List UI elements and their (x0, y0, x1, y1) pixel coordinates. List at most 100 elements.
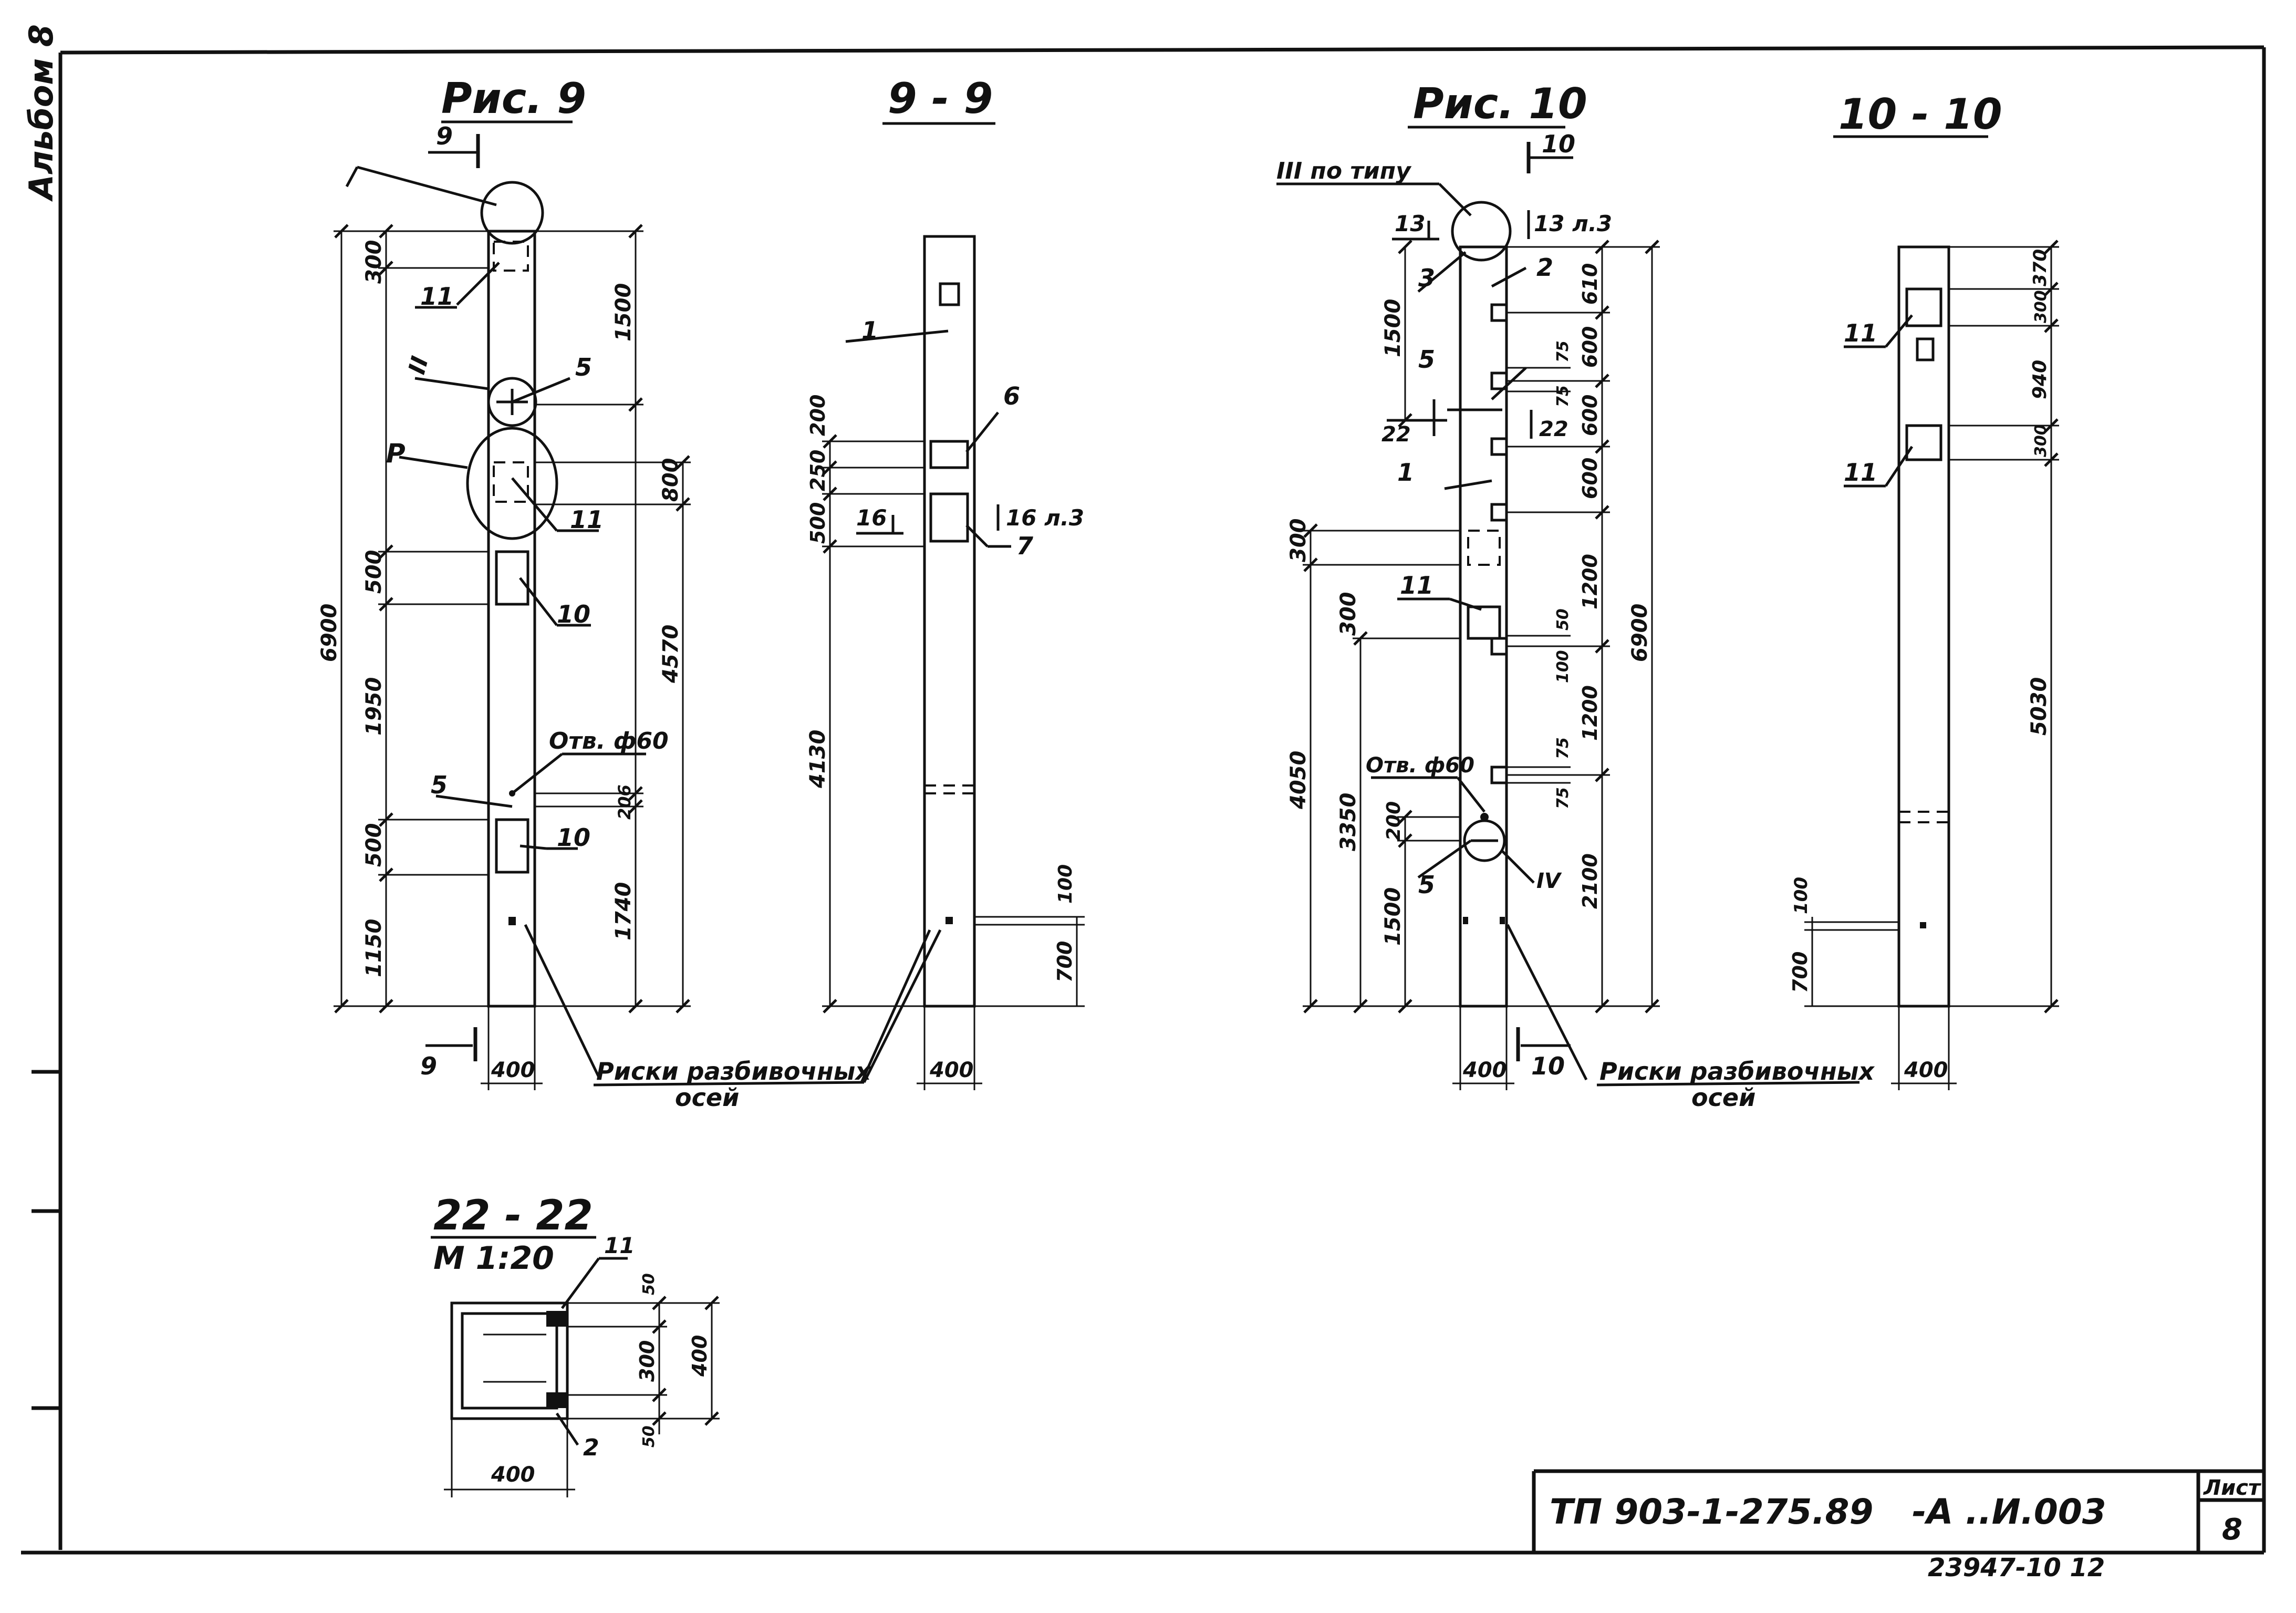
fig9-pos-10b: 10 (557, 823, 590, 852)
fig10-node-note: III по типу (1276, 158, 1412, 184)
sec22-dim-400h: 400 (688, 1335, 711, 1377)
sec22-dim-50b: 50 (640, 1425, 658, 1447)
sec10-dim-100: 100 (1791, 877, 1812, 914)
fig10-dim-610: 610 (1578, 263, 1602, 305)
fig10-dim-600a: 600 (1578, 326, 1602, 368)
fig10-pos-11: 11 (1400, 571, 1433, 599)
axis-marks-note-b-2: осей (1691, 1083, 1755, 1112)
sec22-scale: М 1:20 (433, 1240, 554, 1277)
figure-10: Рис. 10 10 III по типу 13 13 л.3 (1276, 79, 1660, 1090)
fig10-dim-200: 200 (1383, 801, 1405, 841)
fig9-dim-1740: 1740 (611, 882, 636, 940)
fig9-dim-500b: 500 (362, 823, 386, 867)
fig10-cut-top-label: 10 (1542, 130, 1575, 158)
fig10-dim-75a: 75 (1554, 340, 1572, 363)
fig10-pos-3: 3 (1418, 264, 1435, 292)
sec9-dim-width: 400 (929, 1058, 974, 1082)
sec10-dim-5030: 5030 (2027, 677, 2051, 736)
sec9-cut-16-ref: 16 л.3 (1006, 505, 1084, 531)
inventory-number: 23947-10 12 (1928, 1553, 2105, 1583)
fig9-pos-11a: 11 (420, 282, 454, 311)
fig10-cut-13-left: 13 (1395, 211, 1425, 236)
fig10-cut-bottom-label: 10 (1531, 1052, 1565, 1080)
fig10-node-iv: IV (1536, 869, 1562, 893)
fig9-cut-top-label: 9 (436, 122, 453, 150)
fig10-cut-22-right: 22 (1539, 417, 1568, 441)
fig10-dim-50: 50 (1554, 608, 1572, 630)
fig10-dim-1200b: 1200 (1578, 685, 1602, 741)
sec9-dim-500: 500 (806, 502, 829, 544)
fig9-dim-300: 300 (362, 240, 386, 284)
fig10-cut-22-left: 22 (1381, 422, 1411, 447)
fig9-pos-11b: 11 (570, 505, 604, 534)
fig10-pos-5a: 5 (1418, 345, 1435, 374)
fig10-dim-3350: 3350 (1336, 793, 1360, 851)
sec9-dim-200: 200 (806, 395, 829, 436)
fig10-dim-300b: 300 (1336, 592, 1360, 636)
sec22-dim-400w: 400 (491, 1463, 535, 1487)
fig9-pos-5a: 5 (575, 353, 592, 381)
fig10-dim-600b: 600 (1578, 395, 1602, 436)
sec9-pos-6: 6 (1003, 382, 1020, 410)
fig10-dim-75d: 75 (1554, 787, 1572, 809)
sec10-dim-300a: 300 (2032, 290, 2050, 323)
fig9-dim-800: 800 (659, 458, 683, 502)
fig10-dim-2100: 2100 (1578, 853, 1602, 909)
fig9-pos-node-ii: II (403, 354, 434, 377)
sec10-dim-370: 370 (2030, 249, 2051, 286)
axis-marks-note-a-2: Риски разбивочных (1599, 1057, 1875, 1085)
sec9-title: 9 - 9 (888, 74, 993, 123)
title-block: ТП 903-1-275.89 -А ..И.003 Лист 8 23947-… (1532, 1469, 2264, 1583)
doc-code: -А ..И.003 (1912, 1492, 2106, 1532)
fig9-dim-1500: 1500 (611, 283, 636, 342)
fig10-pos-2: 2 (1536, 253, 1553, 282)
fig9-dim-1950: 1950 (362, 677, 386, 736)
sec10-pos-11a: 11 (1844, 319, 1877, 347)
fig9-dim-206: 206 (615, 784, 635, 820)
sec22-pos-11: 11 (604, 1233, 635, 1258)
sec9-dim-4130: 4130 (806, 730, 830, 789)
section-22-22: 22 - 22 М 1:20 11 2 50 300 400 50 (431, 1192, 720, 1497)
fig10-pos-5b: 5 (1418, 871, 1435, 899)
fig9-dim-4570: 4570 (659, 625, 683, 684)
fig10-dim-4050: 4050 (1286, 751, 1311, 810)
sec9-dim-700: 700 (1053, 941, 1076, 983)
sec10-dim-width: 400 (1904, 1058, 1948, 1082)
sec9-dim-100: 100 (1055, 864, 1076, 904)
fig10-pos-1: 1 (1397, 458, 1414, 487)
fig10-title: Рис. 10 (1413, 79, 1587, 128)
sec9-pos-1: 1 (861, 316, 878, 345)
fig10-hole: Отв. ф60 (1366, 753, 1474, 778)
sec22-title: 22 - 22 (433, 1192, 593, 1239)
fig9-title: Рис. 9 (441, 74, 586, 123)
sec10-dim-700: 700 (1789, 952, 1812, 993)
fig10-dim-75c: 75 (1554, 737, 1572, 759)
sec10-dim-300b: 300 (2032, 424, 2050, 457)
sec22-dim-300: 300 (636, 1340, 659, 1382)
sec22-dim-50a: 50 (640, 1273, 658, 1295)
fig9-dim-total: 6900 (317, 604, 341, 662)
sheet-frame (21, 45, 2266, 1555)
fig9-pos-5b: 5 (431, 771, 448, 799)
fig9-node-r: Р (386, 438, 406, 469)
axis-marks-note-b: осей (675, 1083, 739, 1112)
fig9-hole: Отв. ф60 (549, 728, 669, 754)
section-9-9: 9 - 9 200 250 500 4130 16 16 л (806, 74, 1085, 1090)
album-label: Альбом 8 (22, 24, 60, 202)
fig10-dim-100: 100 (1554, 650, 1572, 683)
fig10-dim-6900: 6900 (1628, 604, 1652, 662)
sec9-dim-250: 250 (806, 450, 829, 491)
sec9-cut-16: 16 (856, 505, 887, 531)
fig9-dim-1150: 1150 (362, 919, 386, 977)
fig10-dim-width: 400 (1462, 1058, 1507, 1082)
section-10-10: 10 - 10 11 11 370 300 940 300 5030 (1789, 90, 2059, 1090)
sec9-pos-7: 7 (1016, 532, 1033, 560)
sheet-label: Лист (2203, 1476, 2262, 1500)
fig10-dim-600c: 600 (1578, 458, 1602, 499)
fig9-dim-500a: 500 (362, 550, 386, 594)
sec10-title: 10 - 10 (1838, 90, 2002, 139)
sec10-pos-11b: 11 (1844, 458, 1877, 487)
fig10-cut-13-ref: 13 л.3 (1534, 211, 1612, 236)
fig10-dim-1500a: 1500 (1381, 299, 1405, 357)
